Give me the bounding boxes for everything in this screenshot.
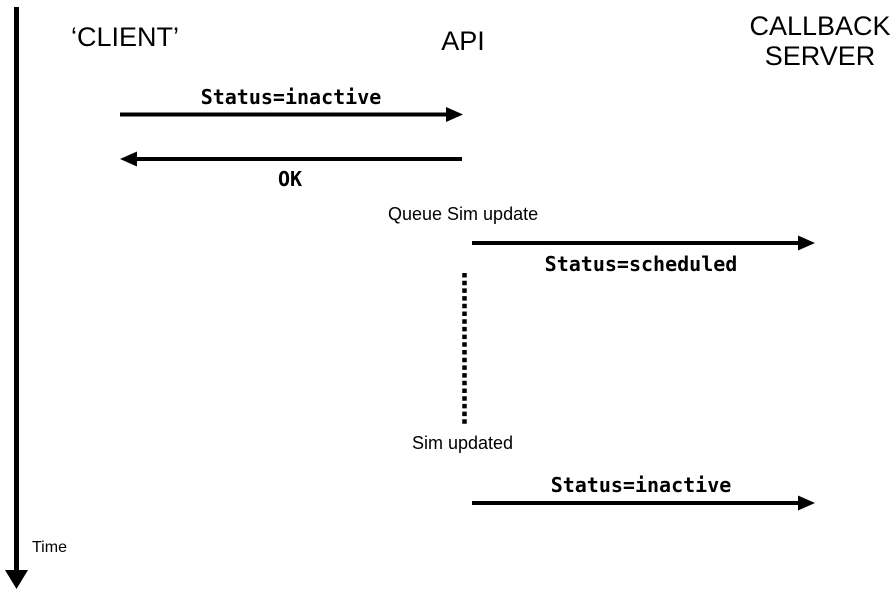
message-arrow-ok xyxy=(120,151,462,167)
message-label-status-inactive-1: Status=inactive xyxy=(200,85,382,109)
message-arrow-status-inactive-1 xyxy=(120,107,463,122)
message-label-ok: OK xyxy=(277,167,303,191)
message-arrow-status-scheduled xyxy=(472,235,815,251)
participant-label-callback-server: CALLBACK SERVER xyxy=(749,11,891,71)
time-axis-label: Time xyxy=(32,539,67,556)
time-axis-arrow xyxy=(5,7,28,589)
participant-label-api: API xyxy=(441,26,485,56)
message-arrow-status-inactive-2 xyxy=(472,495,815,511)
message-label-status-scheduled: Status=scheduled xyxy=(544,252,738,276)
annotation-sim-updated: Sim updated xyxy=(412,433,514,453)
message-label-status-inactive-2: Status=inactive xyxy=(550,473,732,497)
annotation-queue-sim-update: Queue Sim update xyxy=(388,204,539,224)
participant-label-client: ‘CLIENT’ xyxy=(70,22,180,52)
